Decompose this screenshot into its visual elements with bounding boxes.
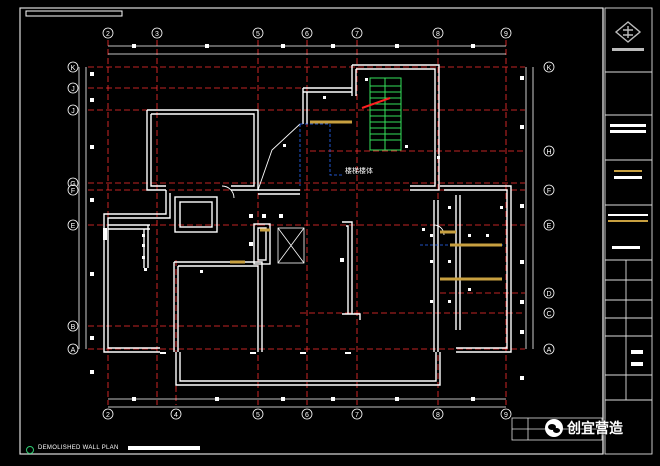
grid-label: 8 (436, 31, 440, 38)
grid-label: E (71, 223, 76, 230)
grid-label: 6 (305, 412, 309, 419)
grid-labels: 2 3 5 6 7 8 9 2 4 5 6 7 8 9 K J J G F E … (70, 31, 551, 419)
wechat-icon (545, 419, 563, 437)
title-block-accent (608, 170, 648, 222)
grid-label: 4 (174, 412, 178, 419)
grid-label: K (547, 65, 552, 72)
grid-label: C (546, 311, 551, 318)
layer-indicator (25, 10, 123, 17)
grid-label: J (71, 108, 75, 115)
blue-dashed-lines (299, 123, 505, 246)
grid-label: F (71, 188, 75, 195)
grid-label: K (71, 65, 76, 72)
grid-label: 5 (256, 31, 260, 38)
caption-marker-icon (26, 446, 34, 454)
grid-label: 7 (355, 31, 359, 38)
watermark: 创宜营造 (545, 418, 623, 438)
grid-label: 2 (106, 412, 110, 419)
dimension-ticks (90, 44, 524, 401)
stair-arrow (361, 97, 391, 109)
grid-label: D (546, 291, 551, 298)
grid-label: A (71, 347, 76, 354)
grid-label: J (71, 86, 75, 93)
drawing-caption: DEMOLISHED WALL PLAN (38, 445, 119, 451)
title-block-text-bars (608, 124, 648, 366)
grid-label: 9 (504, 31, 508, 38)
walls (103, 64, 512, 386)
watermark-text: 创宜营造 (567, 421, 623, 437)
grid-label: F (547, 188, 551, 195)
grid-label: 8 (436, 412, 440, 419)
grid-label: A (547, 347, 552, 354)
caption-bar (128, 446, 200, 450)
demolished-walls (230, 120, 502, 281)
grid-label: 7 (355, 412, 359, 419)
shaft (277, 227, 305, 264)
stair-label: 楼梯楼体 (345, 168, 373, 175)
stair-flight (369, 77, 402, 151)
grid-label: 9 (504, 412, 508, 419)
dimension-lines (78, 45, 534, 408)
grid-label: 3 (155, 31, 159, 38)
company-logo-icon (614, 21, 642, 43)
doors (221, 123, 445, 236)
title-block (604, 7, 653, 455)
grid-label: 6 (305, 31, 309, 38)
logo-text-bar (612, 48, 644, 51)
grid-label: H (546, 149, 551, 156)
column-markers (103, 78, 503, 354)
grid-label: B (71, 324, 76, 331)
grid-label: 2 (106, 31, 110, 38)
grid-label: E (547, 223, 552, 230)
grid-label: 5 (256, 412, 260, 419)
grid-label: G (70, 181, 75, 188)
grid-bubbles (67, 27, 555, 420)
